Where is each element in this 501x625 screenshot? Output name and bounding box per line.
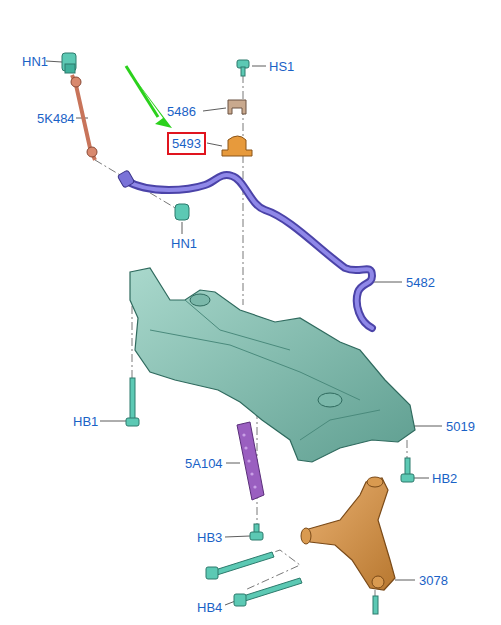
callout-number: 5A104 <box>185 456 223 471</box>
callout-number: HN1 <box>171 236 197 251</box>
callout-number: 5493 <box>172 136 204 151</box>
callout-number: 5486 <box>167 104 196 119</box>
callout-number: 5K484 <box>37 111 75 126</box>
callout-number: HB1 <box>73 414 98 429</box>
callout-number: HB3 <box>197 530 222 545</box>
callout-number: HS1 <box>269 59 294 74</box>
callout-number: 5482 <box>406 275 435 290</box>
callout-number: HB2 <box>432 471 457 486</box>
highlight-box: 5493 <box>167 132 206 155</box>
callout-number: 5019 <box>446 419 475 434</box>
callout-number: HB4 <box>197 600 222 615</box>
callout-number: HN1 <box>22 54 48 69</box>
callout-number: 3078 <box>419 573 448 588</box>
